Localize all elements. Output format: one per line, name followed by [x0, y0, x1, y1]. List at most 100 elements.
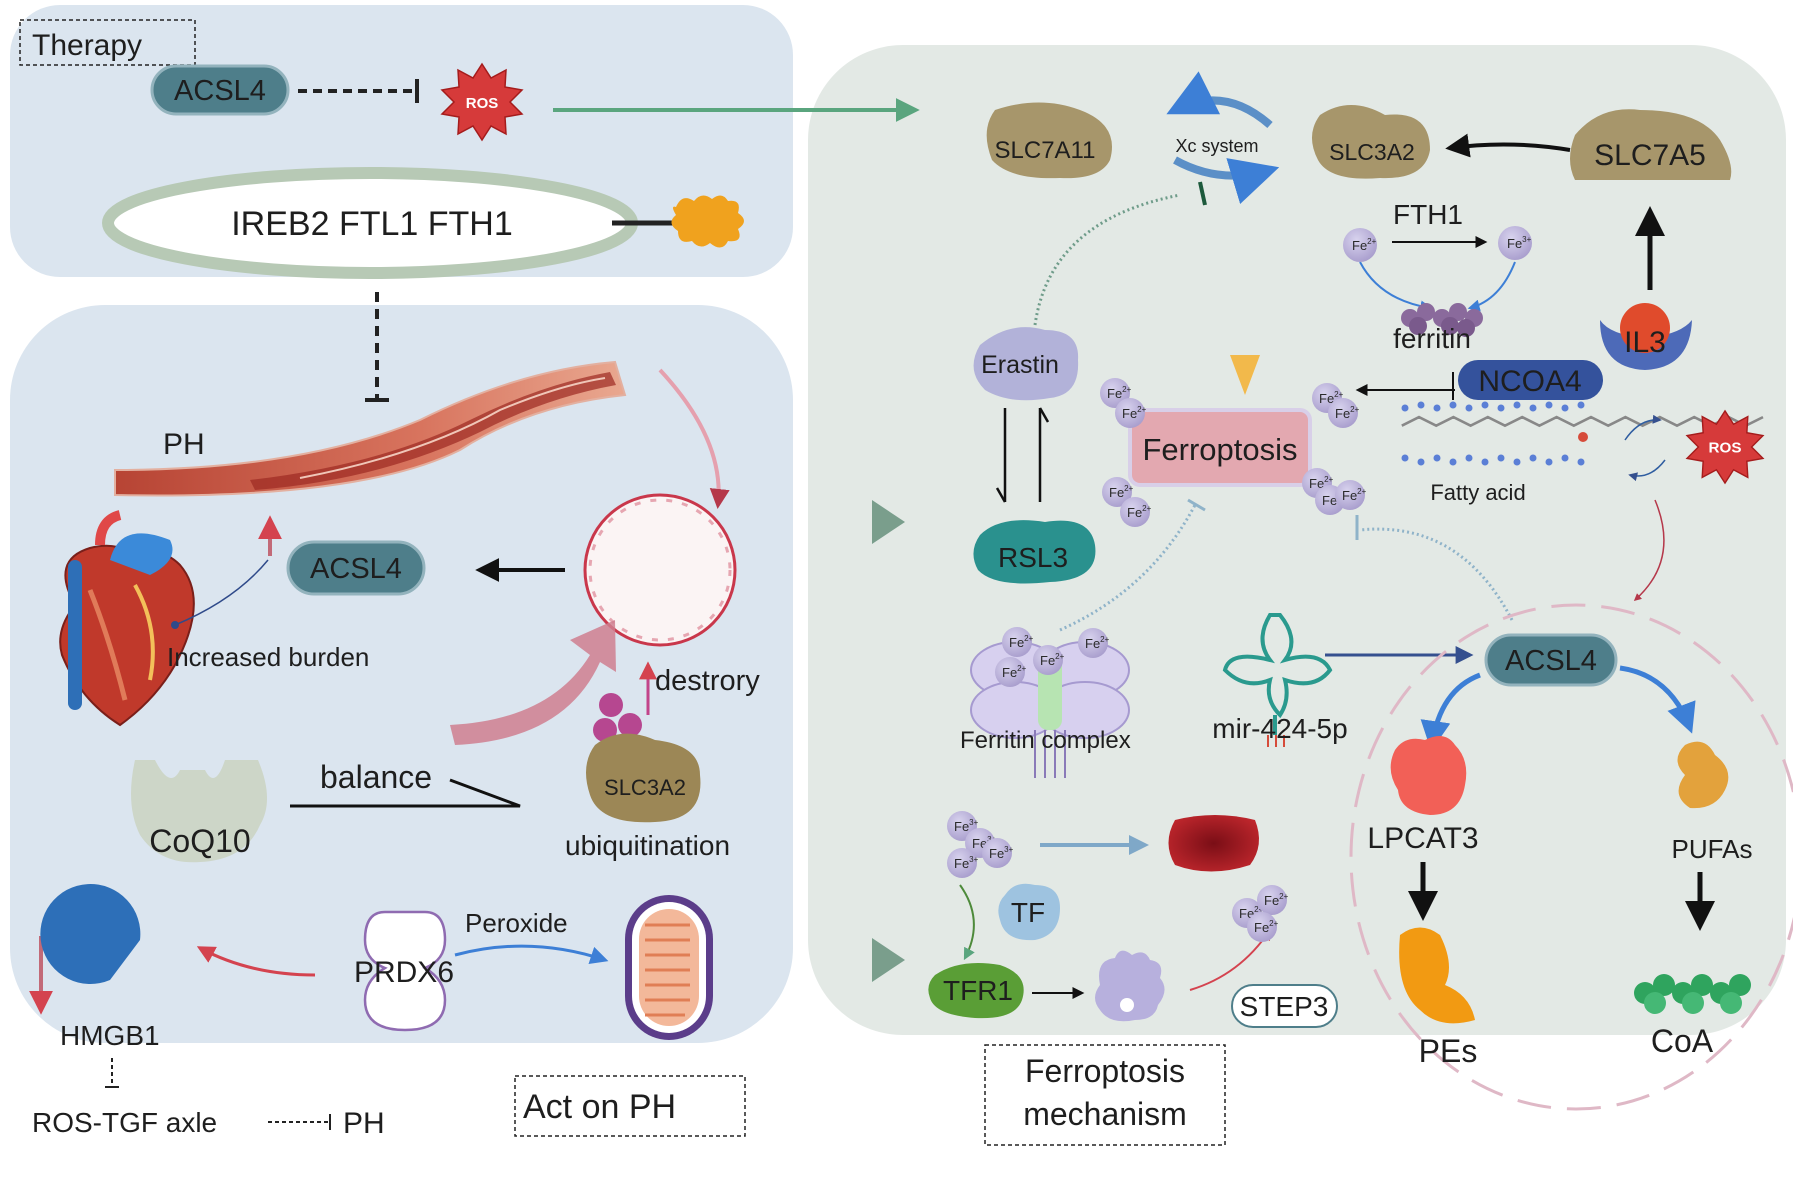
acsl4-to-lpcat3-arrow	[1420, 672, 1481, 751]
fatty-acid-ros-cycle-bottom	[1628, 459, 1666, 482]
ros-to-acsl4-arrow	[1633, 499, 1665, 601]
fe2-ion: Fe2+	[1078, 628, 1110, 658]
acsl4-inhibit-ferroptosis	[1359, 527, 1514, 621]
ros-label: ROS	[466, 95, 499, 112]
tfr1-node	[928, 962, 1024, 1019]
ph-label: PH	[163, 428, 205, 461]
ferritin-cluster-icon	[1401, 303, 1483, 337]
svg-text:Fe2+: Fe2+	[1040, 652, 1065, 668]
acsl4-ph-node	[286, 540, 426, 596]
erastin-to-rsl3-half-head	[995, 487, 1007, 503]
act-on-ph-title: Act on PH	[523, 1088, 676, 1126]
ferritin-complex-inhibit-bar	[1187, 498, 1206, 512]
fatty-acid-label: Fatty acid	[1430, 480, 1525, 505]
acsl4-mech-label: ACSL4	[1505, 645, 1597, 677]
ncoa4-node	[1458, 360, 1603, 400]
mechanism-title-box	[984, 1044, 1226, 1146]
svg-text:Fe2+: Fe2+	[1352, 237, 1377, 253]
prdx6-to-mito-arrow	[454, 944, 609, 964]
act-on-ph-title-box	[514, 1075, 746, 1137]
slc7a11-label: SLC7A11	[995, 137, 1096, 164]
slc7a5-to-slc3a2-arrow	[1445, 133, 1571, 158]
svg-text:Fe2+: Fe2+	[1309, 475, 1334, 491]
vessel-ring-icon	[583, 493, 737, 647]
fe3-ion: Fe3+	[947, 848, 979, 878]
vessel-to-ring-arrow	[658, 368, 730, 509]
svg-text:Fe3+: Fe3+	[954, 818, 979, 834]
coa-label: CoA	[1651, 1023, 1714, 1059]
fe2-ion: Fe2+	[995, 657, 1027, 687]
prdx6-label: PRDX6	[354, 956, 454, 989]
mitochondria-icon	[625, 895, 713, 1040]
fe2-ion: Fe2+	[1335, 480, 1367, 510]
fe3-ion: Fe3+	[1498, 226, 1532, 260]
svg-text:Fe3+: Fe3+	[989, 845, 1014, 861]
prdx6-to-hmgb1-arrow	[196, 946, 316, 977]
endosome-icon	[1095, 950, 1165, 1022]
erastin-label: Erastin	[981, 351, 1059, 379]
mito-to-mechanism-head	[872, 938, 905, 982]
acsl4-label: ACSL4	[174, 75, 266, 107]
slc7a5-label: SLC7A5	[1594, 139, 1706, 172]
acsl4-ph-label: ACSL4	[310, 553, 402, 585]
gene-list: IREB2 FTL1 FTH1	[231, 205, 513, 243]
acsl4-mech-node	[1484, 633, 1618, 687]
svg-text:Fe2+: Fe2+	[1239, 905, 1264, 921]
pes-node	[1399, 927, 1475, 1024]
prdx6-icon	[363, 910, 447, 1032]
red-blood-cell-icon	[1168, 815, 1259, 872]
ferritin-complex-label: Ferritin complex	[960, 727, 1131, 754]
slc7a11-node	[986, 102, 1112, 179]
rsl3-to-erastin-half-head	[1038, 407, 1050, 423]
fatty-acid-ros-cycle-top	[1624, 414, 1662, 441]
svg-text:Fe2+: Fe2+	[1254, 919, 1279, 935]
il3-icon	[1600, 303, 1692, 370]
svg-text:Fe2+: Fe2+	[1009, 634, 1034, 650]
il3-label: IL3	[1624, 326, 1666, 359]
ros-mech-star-icon: ROS	[1685, 409, 1765, 485]
ferritin-label: ferritin	[1393, 323, 1471, 354]
svg-text:Fe2+: Fe2+	[1342, 487, 1367, 503]
coq10-icon	[131, 760, 268, 863]
slc3a2-mech-label: SLC3A2	[1329, 139, 1415, 165]
fe2-ion: Fe2+	[1102, 477, 1134, 507]
hmgb1-label: HMGB1	[60, 1020, 160, 1051]
ubiquitination-label: ubiquitination	[565, 830, 730, 861]
fe2-ion: Fe2+	[1002, 627, 1034, 657]
coq10-label: CoQ10	[149, 823, 250, 859]
svg-text:Fe2+: Fe2+	[1319, 390, 1344, 406]
heart-icon	[59, 510, 195, 727]
tf-node	[998, 883, 1060, 941]
fe2-ion: Fe2+	[1120, 497, 1152, 527]
erastin-inhibit-bar	[1198, 181, 1207, 206]
mechanism-panel	[808, 45, 1786, 1035]
peroxide-label: Peroxide	[465, 908, 568, 938]
fe2-ion: Fe2+	[1328, 398, 1360, 428]
rsl3-node	[973, 520, 1096, 584]
increased-burden-label: Increased burden	[167, 642, 369, 672]
balance-lever	[290, 778, 521, 808]
iron-ions: Fe2+ Fe3+ Fe2+ Fe2+ Fe2+ Fe2+ Fe2+ Fe2+ …	[947, 226, 1532, 942]
ferroptosis-node	[1128, 408, 1312, 487]
fe3-to-ferritin-arrow	[1467, 261, 1516, 312]
svg-text:Fe2+: Fe2+	[1264, 892, 1289, 908]
svg-text:Fe3+: Fe3+	[1507, 235, 1532, 251]
pes-label: PEs	[1419, 1033, 1478, 1069]
ubiquitin-icon	[593, 693, 642, 742]
svg-text:Fe2+: Fe2+	[1335, 405, 1360, 421]
slc7a5-node	[1570, 109, 1732, 180]
acsl4-to-pufas-arrow	[1619, 665, 1696, 734]
destroy-label: destrory	[655, 665, 760, 697]
erastin-node	[973, 327, 1079, 401]
svg-text:Fe2+: Fe2+	[1122, 405, 1147, 421]
slc3a2-ph-label: SLC3A2	[604, 775, 686, 800]
therapy-title-box	[19, 19, 196, 66]
svg-text:Fe3+: Fe3+	[954, 855, 979, 871]
ncoa4-label: NCOA4	[1478, 365, 1581, 398]
fe2-ion: Fe2+	[1247, 912, 1279, 942]
lpcat3-label: LPCAT3	[1367, 822, 1478, 855]
tfr1-label: TFR1	[943, 975, 1013, 1006]
xc-cycle-bottom	[1173, 156, 1280, 205]
slc3a2-mech-node	[1311, 105, 1430, 179]
